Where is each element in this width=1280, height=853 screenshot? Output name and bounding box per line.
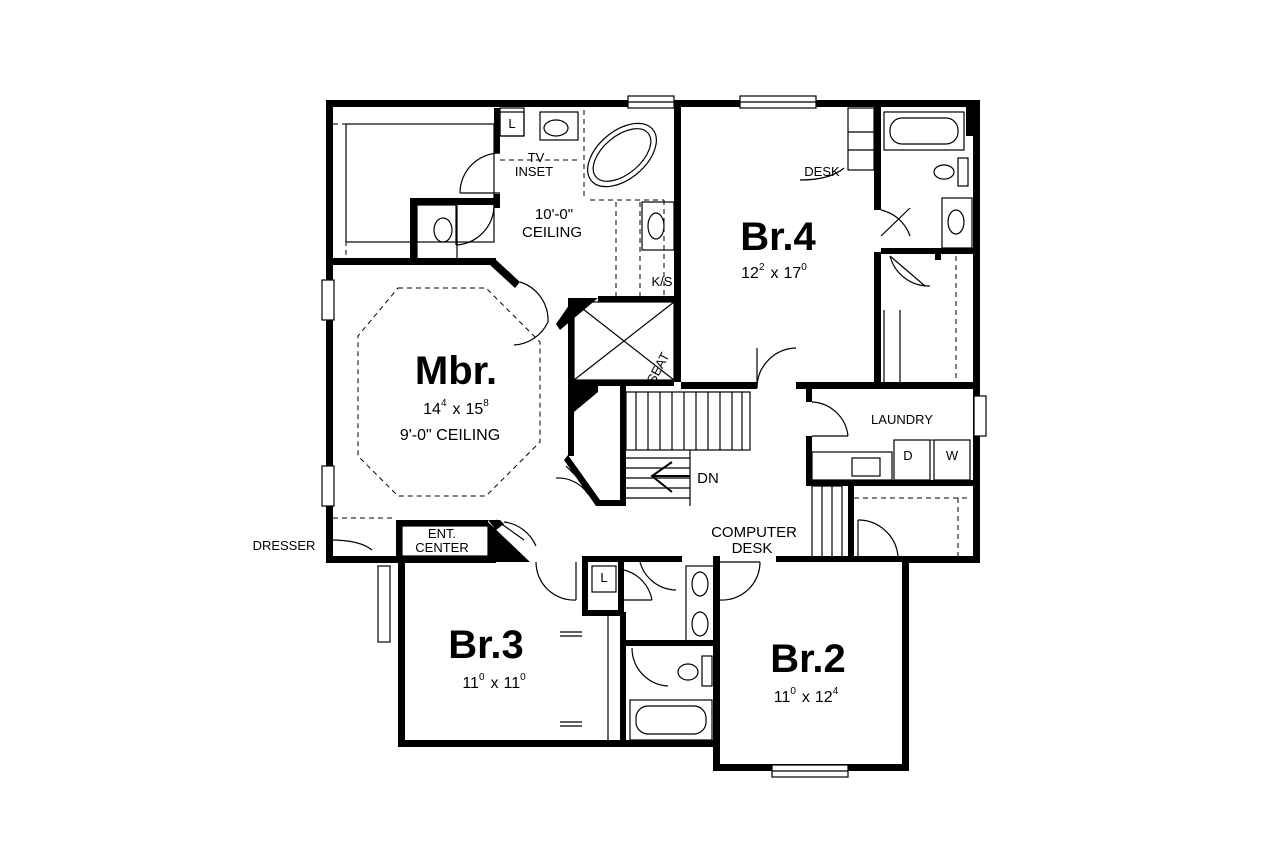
br3-l-ft: 11	[504, 675, 521, 692]
tv-label-1: TV	[528, 150, 545, 165]
br4-w-in: 2	[759, 262, 765, 273]
dryer-label: D	[903, 448, 912, 463]
br3-title: Br.3	[448, 623, 524, 667]
linen-bottom-label: L	[600, 570, 607, 585]
computer-desk-1: COMPUTER	[711, 524, 797, 541]
br4-title: Br.4	[740, 215, 816, 259]
master-bath-ceiling-1: 10'-0"	[535, 206, 573, 223]
bedroom-4	[756, 107, 875, 389]
master-bedroom	[329, 287, 597, 551]
br4-x: x	[771, 265, 779, 282]
br2-title: Br.2	[770, 637, 846, 681]
mbr-l-ft: 15	[466, 401, 484, 418]
laundry-label: LAUNDRY	[871, 412, 933, 427]
computer-desk-2: DESK	[732, 540, 773, 557]
master-bath-ceiling-2: CEILING	[522, 224, 582, 241]
br4-w-ft: 12	[741, 265, 759, 282]
label-boxes	[401, 111, 617, 593]
master-closet	[333, 123, 495, 258]
bedroom-3	[560, 616, 609, 740]
br2-x: x	[802, 689, 810, 706]
tv-label-2: INSET	[515, 164, 553, 179]
interior-walls	[326, 100, 974, 746]
bath-br4	[880, 111, 973, 384]
staircase	[573, 301, 751, 506]
br2-l-ft: 12	[815, 689, 833, 706]
br4-l-ft: 17	[784, 265, 802, 282]
ent-center-1: ENT.	[428, 526, 456, 541]
mbr-w-in: 4	[441, 398, 447, 409]
dresser-label: DRESSER	[253, 538, 316, 553]
br2-l-in: 4	[833, 686, 839, 697]
mbr-w-ft: 14	[423, 401, 441, 418]
laundry	[811, 401, 971, 481]
labels: TV INSET 10'-0" CEILING K/S SEAT Mbr. 14…	[253, 116, 959, 706]
mbr-l-in: 8	[483, 398, 489, 409]
br4-l-in: 0	[801, 262, 807, 273]
desk-label: DESK	[804, 164, 840, 179]
linen-top-label: L	[508, 116, 515, 131]
hall-bath	[629, 565, 715, 741]
br3-w-ft: 11	[462, 675, 479, 692]
br3-l-in: 0	[520, 672, 526, 683]
ks-label: K/S	[652, 274, 673, 289]
mbr-title: Mbr.	[415, 349, 497, 393]
washer-label: W	[946, 448, 959, 463]
br2-w-in: 0	[790, 686, 796, 697]
br3-x: x	[491, 675, 499, 692]
mbr-ceiling: 9'-0" CEILING	[400, 427, 500, 444]
mbr-x: x	[453, 401, 461, 418]
br2-w-ft: 11	[774, 689, 791, 706]
down-label: DN	[697, 470, 719, 487]
hallway	[535, 485, 970, 601]
windows	[321, 95, 987, 778]
ent-center-2: CENTER	[415, 540, 468, 555]
br3-w-in: 0	[479, 672, 485, 683]
